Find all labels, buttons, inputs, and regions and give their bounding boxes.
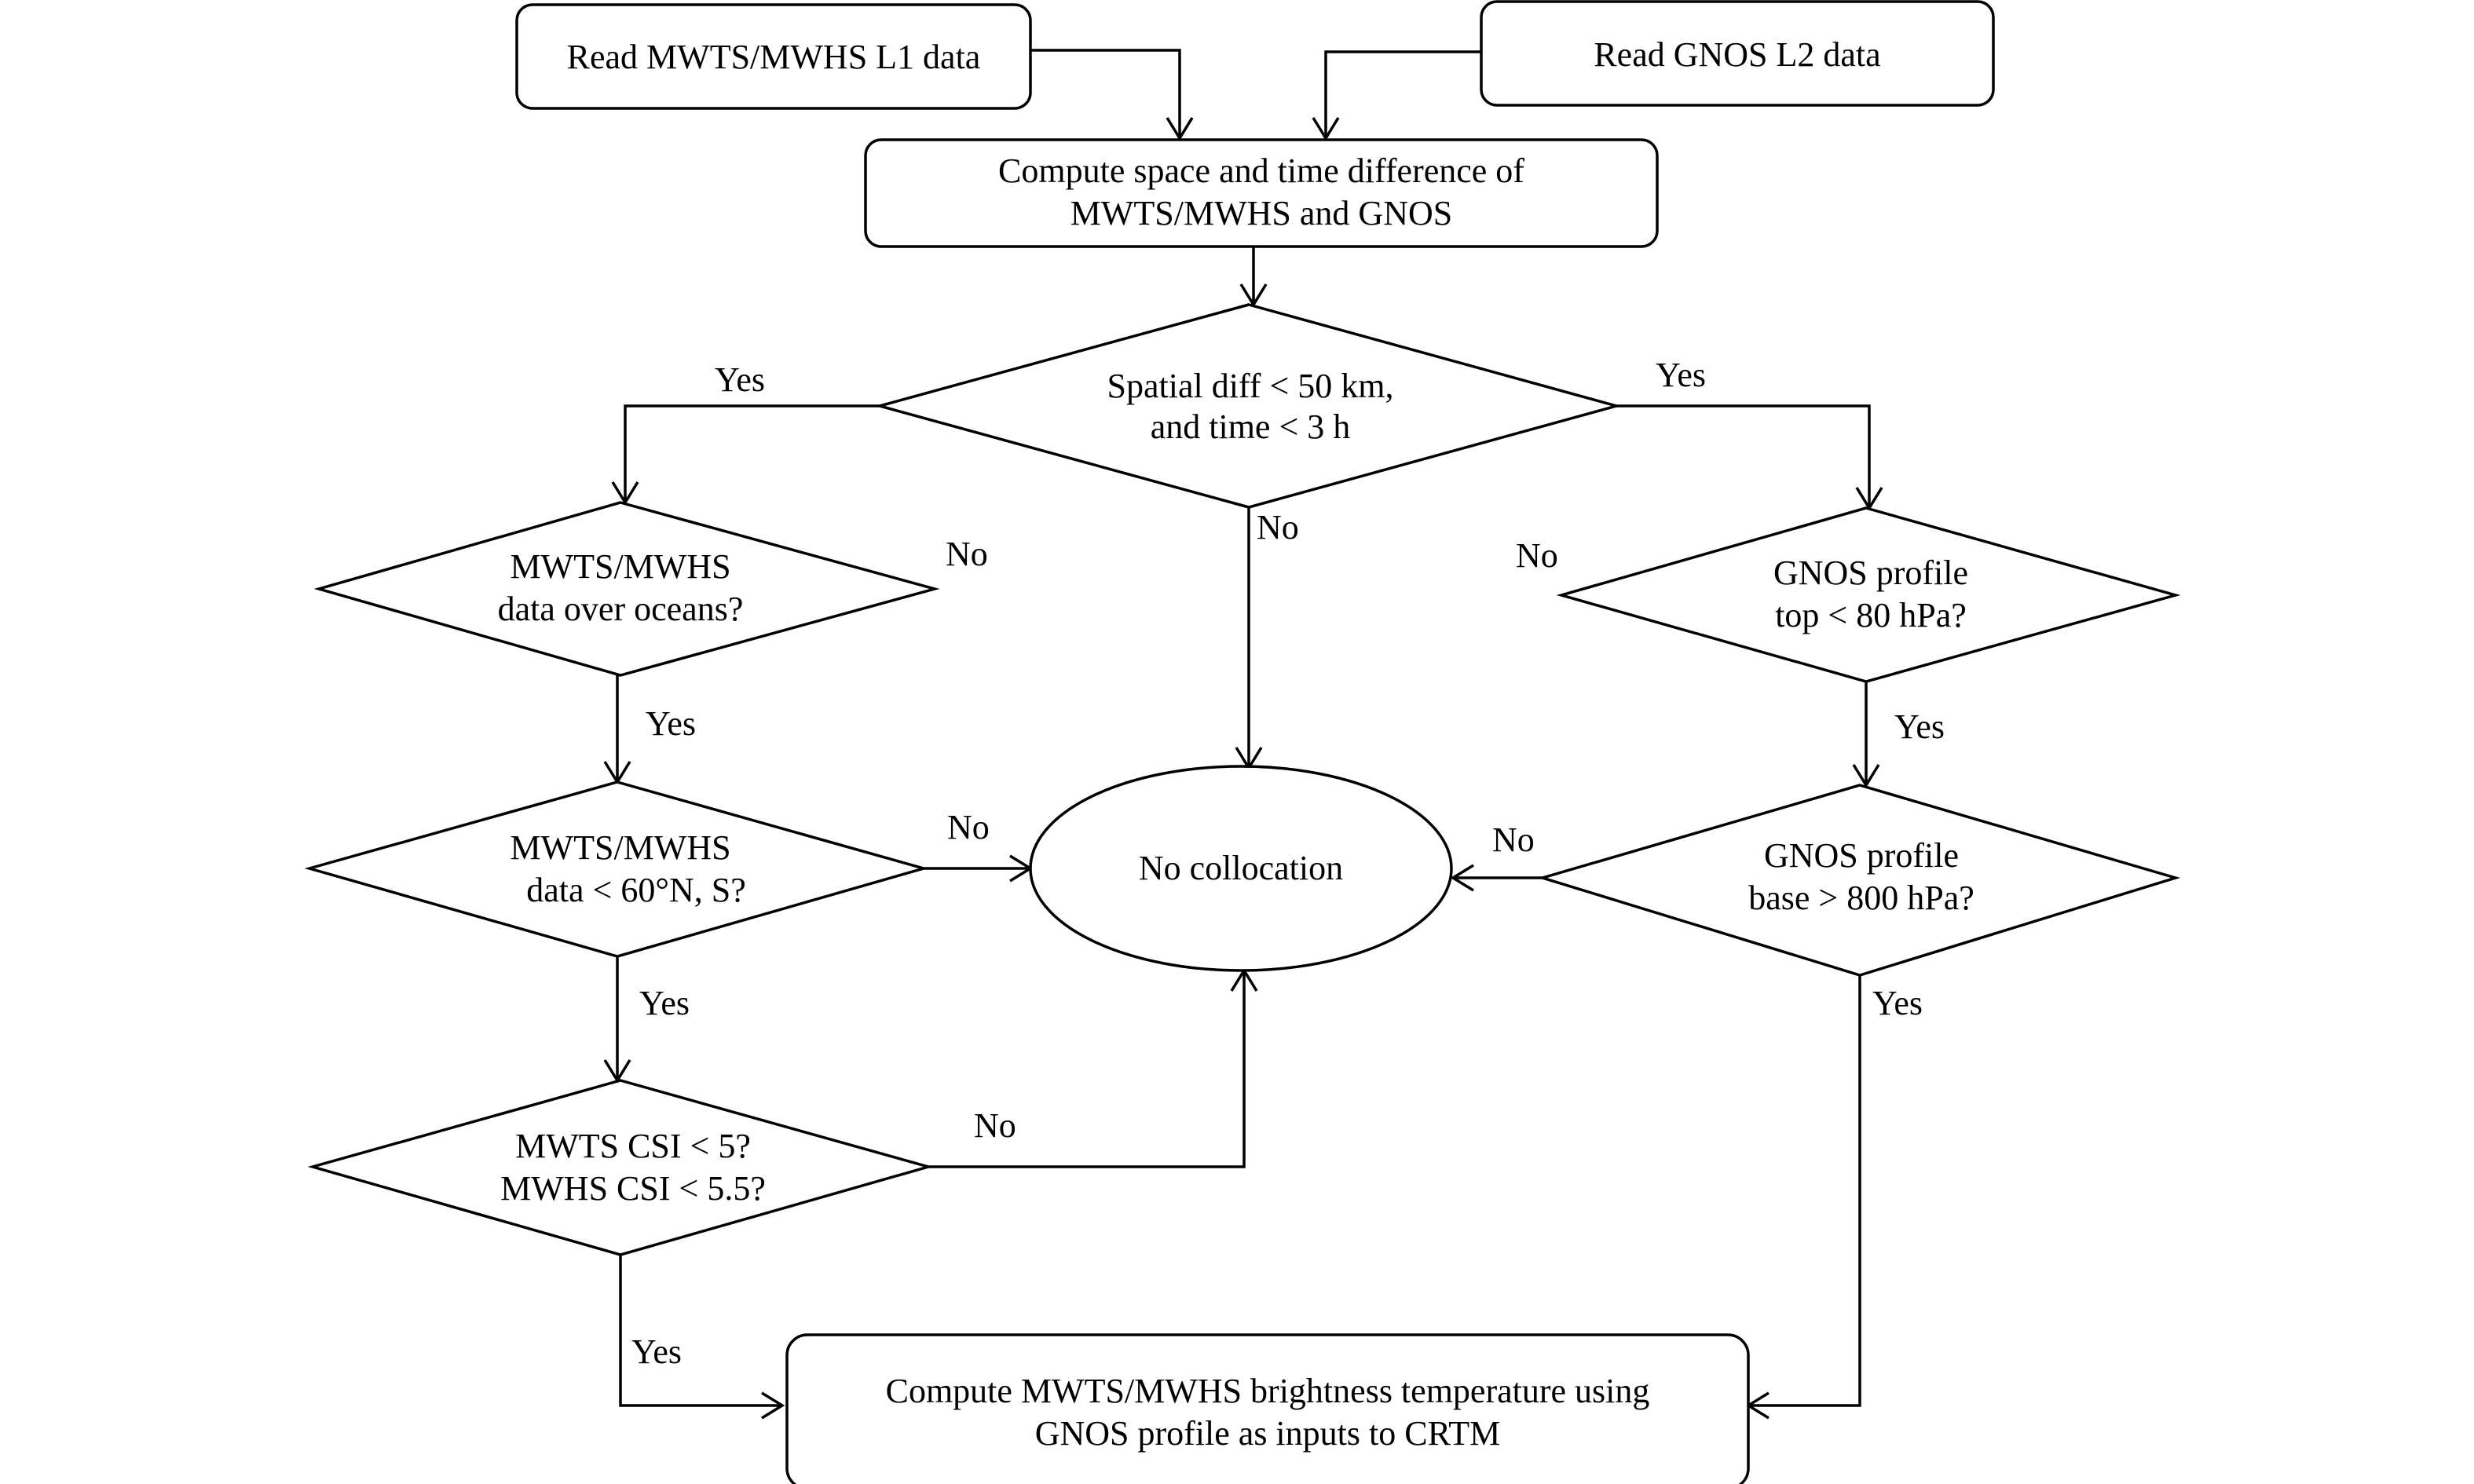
latitude-label-line2: data < 60°N, S? — [526, 871, 745, 909]
edge-label-yes-csi: Yes — [631, 1332, 682, 1371]
read-gnos-label: Read GNOS L2 data — [1594, 35, 1880, 74]
edge-label-yes-gnos-base: Yes — [1872, 984, 1923, 1022]
edge-read-gnos-to-compute — [1312, 50, 1481, 141]
spatial-time-label-line1: Spatial diff < 50 km, — [1107, 367, 1394, 405]
no-collocation-label: No collocation — [1139, 849, 1343, 887]
edge-label-no-csi: No — [974, 1106, 1016, 1145]
over-oceans-label-line1: MWTS/MWHS — [510, 547, 730, 586]
compute-diff-label-line2: MWTS/MWHS and GNOS — [1070, 194, 1452, 232]
read-mwts-mwhs-label: Read MWTS/MWHS L1 data — [567, 38, 981, 76]
edge-label-yes-latitude: Yes — [639, 984, 690, 1022]
edge-oceans-to-latitude — [603, 675, 631, 785]
gnos-top-label-line1: GNOS profile — [1773, 554, 1968, 592]
compute-diff-label-line1: Compute space and time difference of — [998, 152, 1524, 190]
edge-latitude-to-csi — [603, 956, 631, 1084]
latitude-decision: MWTS/MWHS data < 60°N, S? — [304, 780, 929, 958]
csi-label-line2: MWHS CSI < 5.5? — [500, 1169, 766, 1208]
gnos-base-label-line2: base > 800 hPa? — [1748, 879, 1974, 917]
latitude-label-line1: MWTS/MWHS — [510, 828, 730, 867]
edge-read-mwts-to-compute — [1030, 49, 1194, 141]
edge-label-yes-spatial-left: Yes — [715, 360, 765, 399]
edge-label-no-latitude: No — [947, 808, 990, 846]
no-collocation-node: No collocation — [1029, 765, 1453, 972]
edge-gnos-base-to-compute-bt — [1745, 975, 1861, 1420]
csi-label-line1: MWTS CSI < 5? — [515, 1127, 751, 1165]
over-oceans-label-line2: data over oceans? — [498, 590, 744, 628]
edge-label-yes-gnos-top: Yes — [1894, 707, 1945, 746]
compute-bt-node: Compute MWTS/MWHS brightness temperature… — [785, 1333, 1750, 1484]
spatial-time-decision: Spatial diff < 50 km, and time < 3 h — [874, 303, 1622, 509]
edge-label-no-gnos-base: No — [1492, 821, 1535, 859]
edge-spatial-to-oceans — [611, 404, 880, 506]
gnos-top-label-line2: top < 80 hPa? — [1775, 596, 1967, 634]
edge-label-yes-oceans: Yes — [646, 704, 696, 743]
compute-bt-label-line2: GNOS profile as inputs to CRTM — [1035, 1414, 1501, 1453]
edge-label-no-oceans: No — [946, 535, 988, 573]
gnos-base-decision: GNOS profile base > 800 hPa? — [1537, 784, 2181, 977]
edge-spatial-to-gnos-top — [1616, 404, 1883, 511]
edge-csi-to-compute-bt — [619, 1255, 785, 1420]
csi-decision: MWTS CSI < 5? MWHS CSI < 5.5? — [307, 1079, 934, 1256]
edge-gnos-top-to-gnos-base — [1852, 682, 1880, 788]
edge-latitude-to-no-collocation — [924, 854, 1034, 883]
edge-gnos-base-to-no-collocation — [1450, 864, 1543, 892]
gnos-top-decision: GNOS profile top < 80 hPa? — [1556, 506, 2181, 683]
edge-label-yes-spatial-right: Yes — [1656, 356, 1706, 394]
over-oceans-decision: MWTS/MWHS data over oceans? — [313, 501, 940, 677]
read-gnos-node: Read GNOS L2 data — [1480, 0, 1995, 107]
edge-label-no-spatial: No — [1257, 508, 1299, 546]
gnos-base-label-line1: GNOS profile — [1764, 836, 1959, 875]
edge-compute-to-spatial — [1239, 247, 1268, 308]
edge-label-no-gnos-top: No — [1516, 536, 1558, 575]
compute-bt-label-line1: Compute MWTS/MWHS brightness temperature… — [886, 1372, 1650, 1410]
read-mwts-mwhs-node: Read MWTS/MWHS L1 data — [515, 3, 1032, 110]
spatial-time-label-line2: and time < 3 h — [1151, 408, 1351, 446]
compute-diff-node: Compute space and time difference of MWT… — [864, 138, 1659, 248]
